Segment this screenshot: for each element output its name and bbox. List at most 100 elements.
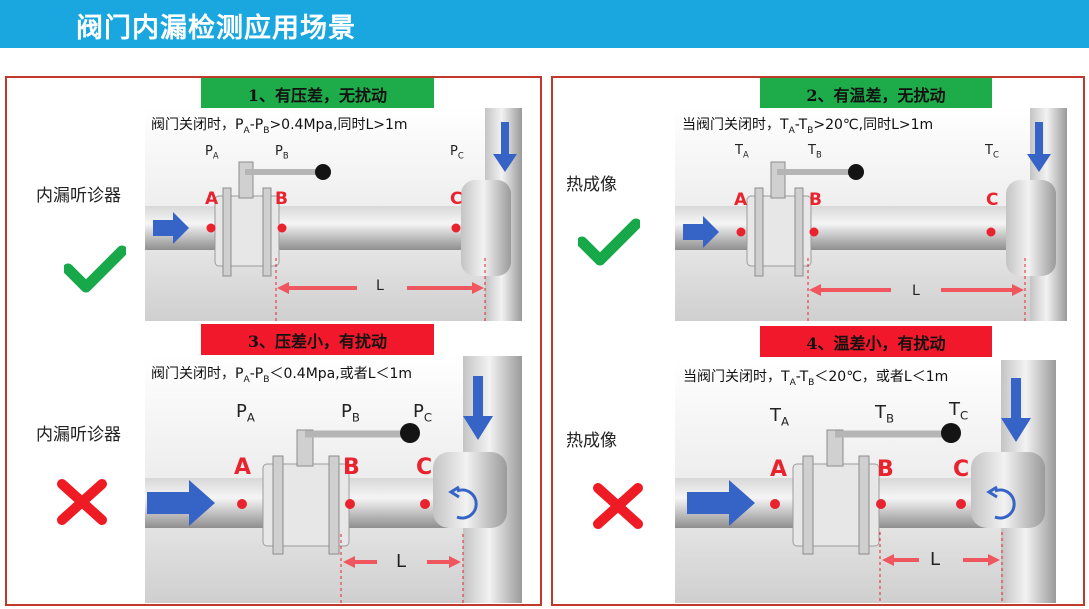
scenario-4-condition: 当阀门关闭时，TA-TB＜20℃，或者L＜1m [683,369,949,388]
measure-point-a [770,499,780,509]
horizontal-pipe [675,206,1030,250]
cross-icon [57,479,107,525]
label-a: TA [770,405,789,429]
disturbance-icon [456,488,478,520]
valve-handle-knob [848,164,864,180]
pipe-valve-scene-1 [145,108,522,321]
flow-arrow-down-icon [1027,122,1051,172]
flow-arrow-down-icon [1001,378,1031,442]
valve-stem [770,161,786,199]
scenario-4-method: 热成像 [566,431,617,451]
point-label-b: B [275,189,288,209]
point-label-a: A [734,190,748,210]
measure-point-b [876,499,886,509]
point-label-a: A [234,455,252,480]
length-label: L [396,551,407,572]
scenario-4-title: 4、温差小，有扰动 [760,326,992,357]
measure-point-c [986,227,996,237]
tee-joint [433,452,507,528]
valve-flange [222,187,232,277]
label-b: PB [341,401,360,425]
point-label-c: C [953,457,970,482]
scenario-2-condition: 当阀门关闭时，TA-TB>20℃,同时L>1m [682,117,934,136]
length-arrow-right-icon [963,554,1000,566]
label-a: PA [205,144,219,161]
length-arrow-left-icon [809,284,891,296]
valve-handle-knob [400,423,420,443]
horizontal-pipe [145,206,485,250]
point-label-c: C [416,455,433,480]
flow-arrow-down-icon [463,376,493,440]
scenario-1-method: 内漏听诊器 [36,186,121,206]
label-a: TA [735,143,749,160]
check-icon [578,218,640,266]
valve-flange [794,187,804,277]
label-c: TC [949,399,969,423]
valve-flange [272,455,284,555]
point-label-b: B [809,190,822,210]
pipe-valve-scene-4 [675,360,1056,603]
disturbance-arrowhead [986,485,998,499]
flow-arrow-icon [147,480,215,526]
scenario-3-condition: 阀门关闭时，PA-PB＜0.4Mpa,或者L＜1m [151,366,413,385]
tee-joint [971,452,1045,528]
valve-flange [328,455,340,555]
scenario-1-condition: 阀门关闭时，PA-PB>0.4Mpa,同时L>1m [151,117,408,136]
length-arrow-right-icon [941,284,1024,296]
valve-stem [826,429,844,467]
valve-flange [262,187,272,277]
pipe-valve-scene-3 [145,356,522,603]
scenario-3-method: 内漏听诊器 [36,425,121,445]
label-b: TB [875,402,895,426]
valve-handle-knob [941,423,961,443]
measure-point-c [451,223,461,233]
flow-arrow-icon [687,480,755,526]
check-icon [64,245,126,293]
tee-joint [1006,180,1056,276]
length-arrow-left-icon [277,282,357,294]
length-arrow-left-icon [882,554,919,566]
measure-point-a [736,227,746,237]
header-bar: 阀门内漏检测应用场景 [0,0,1089,48]
cross-icon [593,483,643,529]
disturbance-arrowhead [448,485,460,499]
measure-point-b [809,227,819,237]
label-c: PC [413,401,433,425]
length-label: L [912,283,920,299]
length-label: L [376,278,384,294]
scenario-3-title: 3、压差小，有扰动 [201,324,434,355]
valve-flange [858,455,870,555]
scenario-2-title: 2、有温差，无扰动 [760,78,992,109]
scenario-1-title: 1、有压差，无扰动 [201,78,434,109]
valve-stem [296,429,314,467]
scenario-2-method: 热成像 [566,175,617,195]
label-c: PC [450,144,464,161]
disturbance-icon [994,488,1016,520]
measure-point-b [277,223,287,233]
measure-point-a [206,223,216,233]
measure-point-c [420,499,430,509]
length-arrow-right-icon [407,282,484,294]
label-b: PB [275,144,289,161]
tee-joint [461,180,511,276]
length-arrow-right-icon [427,556,461,568]
point-label-b: B [343,455,360,480]
label-c: TC [985,143,999,160]
flow-arrow-icon [153,212,189,244]
page-title: 阀门内漏检测应用场景 [76,13,356,44]
valve-flange [754,187,764,277]
point-label-a: A [770,457,788,482]
label-a: PA [236,401,255,425]
point-label-a: A [205,189,219,209]
point-label-c: C [450,189,463,209]
measure-point-a [237,499,247,509]
measure-point-c [956,499,966,509]
flow-arrow-down-icon [493,122,517,172]
valve-handle-knob [315,164,331,180]
point-label-c: C [986,190,999,210]
flow-arrow-icon [683,216,719,248]
measure-point-b [345,499,355,509]
label-b: TB [808,143,822,160]
length-arrow-left-icon [343,556,377,568]
valve-flange [802,455,814,555]
